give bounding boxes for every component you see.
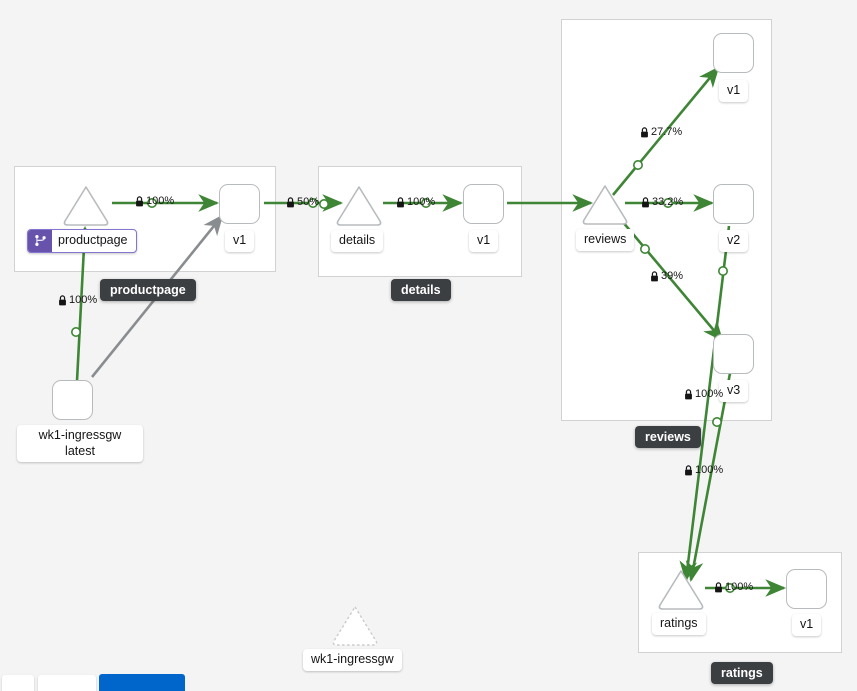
group-label-reviews-text: reviews <box>645 430 691 444</box>
node-chip-reviews-v1-label: v1 <box>727 83 741 97</box>
code-branch-icon <box>28 230 52 252</box>
primary-action-button[interactable] <box>99 674 185 691</box>
edge-label-ingressgw-to-productpage-text: 100% <box>69 294 98 306</box>
node-chip-reviews-v3-label: v3 <box>727 383 741 397</box>
lock-icon <box>684 464 693 476</box>
workload-node-reviews-v3[interactable] <box>713 334 754 374</box>
group-label-details-text: details <box>401 283 441 297</box>
node-chip-wk1-ingressgw[interactable]: wk1-ingressgw <box>303 649 402 671</box>
group-label-reviews[interactable]: reviews <box>635 426 701 448</box>
node-chip-ratings-v1[interactable]: v1 <box>792 614 822 636</box>
workload-node-reviews-v2[interactable] <box>713 184 754 224</box>
workload-node-productpage-v1[interactable] <box>219 184 260 224</box>
node-chip-details-v1-label: v1 <box>477 233 491 247</box>
group-label-details[interactable]: details <box>391 279 451 301</box>
bottom-toolbar[interactable] <box>0 672 857 691</box>
node-chip-wk1-ingressgw-line1: wk1-ingressgw <box>38 428 122 442</box>
node-chip-details[interactable]: details <box>331 230 384 252</box>
edge-label-reviews-v2-to-ratings: 100% <box>684 464 723 476</box>
workload-node-reviews-v1[interactable] <box>713 33 754 73</box>
node-chip-ratings[interactable]: ratings <box>652 613 706 635</box>
node-chip-productpage-label: productpage <box>58 233 128 247</box>
group-label-productpage-text: productpage <box>110 283 186 297</box>
node-chip-productpage-v1-label: v1 <box>233 233 247 247</box>
node-chip-reviews-v1[interactable]: v1 <box>719 80 749 102</box>
lock-icon <box>286 196 295 208</box>
legend-scale-control[interactable] <box>2 675 34 691</box>
node-chip-reviews-v2-label: v2 <box>727 233 741 247</box>
group-label-ratings[interactable]: ratings <box>711 662 773 684</box>
edge-label-ingressgw-to-productpage: 100% <box>58 294 97 306</box>
node-chip-productpage-v1[interactable]: v1 <box>225 230 255 252</box>
group-label-productpage[interactable]: productpage <box>100 279 196 301</box>
node-chip-details-v1[interactable]: v1 <box>469 230 499 252</box>
workload-node-ratings-v1[interactable] <box>786 569 827 609</box>
service-node-wk1-ingressgw-outline[interactable] <box>332 606 378 646</box>
node-chip-reviews-v2[interactable]: v2 <box>719 230 749 252</box>
node-chip-reviews[interactable]: reviews <box>576 229 635 251</box>
node-chip-wk1-ingressgw-latest[interactable]: wk1-ingressgw latest <box>17 425 143 463</box>
group-label-ratings-text: ratings <box>721 666 763 680</box>
workload-node-details-v1[interactable] <box>463 184 504 224</box>
edge-label-reviews-v2-to-ratings-text: 100% <box>695 464 724 476</box>
node-chip-ratings-v1-label: v1 <box>800 617 814 631</box>
node-chip-ratings-label: ratings <box>660 616 698 630</box>
edge-label-productpage-v1-to-details: 50% <box>286 196 319 208</box>
lock-icon <box>58 294 67 306</box>
workload-node-wk1-ingressgw[interactable] <box>52 380 93 420</box>
node-chip-reviews-label: reviews <box>584 232 627 246</box>
node-chip-productpage[interactable]: productpage <box>27 229 137 253</box>
legend-toggle-control[interactable] <box>38 675 96 691</box>
node-chip-wk1-ingressgw-label: wk1-ingressgw <box>311 652 394 666</box>
node-chip-reviews-v3[interactable]: v3 <box>719 380 749 402</box>
node-chip-wk1-ingressgw-line2: latest <box>65 443 95 458</box>
edge-label-productpage-v1-to-details-text: 50% <box>297 196 320 208</box>
node-chip-details-label: details <box>339 233 376 247</box>
